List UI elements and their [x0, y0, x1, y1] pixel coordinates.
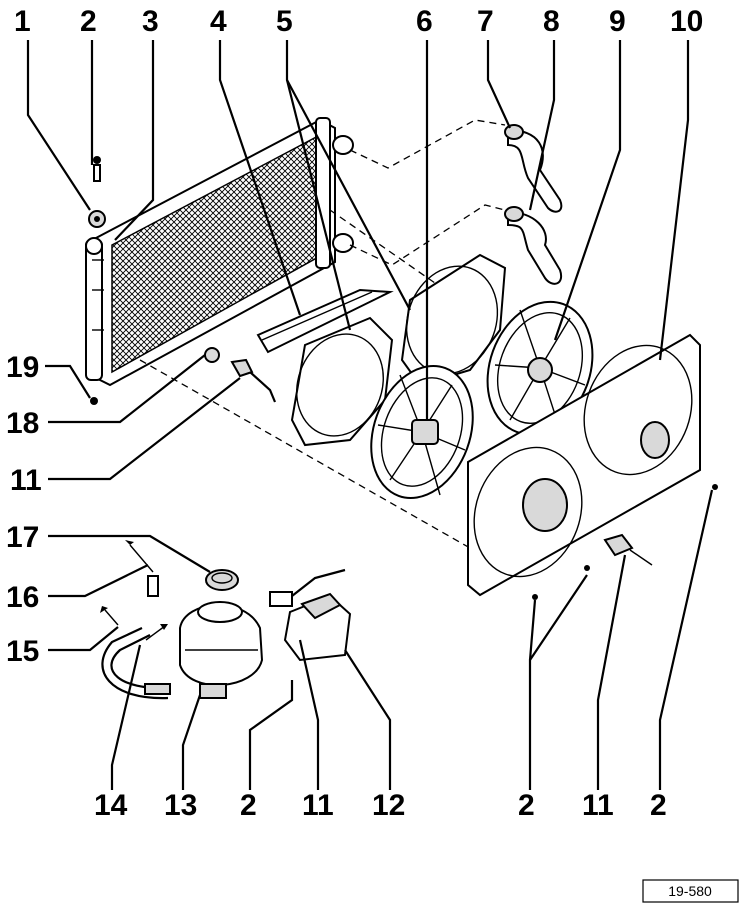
expansion-tank	[179, 601, 264, 699]
callout-11-right: 11	[582, 789, 614, 822]
lower-coolant-hose	[504, 206, 563, 285]
callout-10: 10	[670, 5, 703, 38]
leader-lines	[26, 40, 714, 790]
fan-ring-left	[290, 316, 394, 447]
bolts	[90, 397, 718, 600]
callout-11-middle: 11	[302, 789, 334, 822]
drawing-number-box: 19-580	[642, 879, 739, 903]
drawing-number: 19-580	[668, 883, 712, 899]
fan-with-motor	[370, 365, 474, 499]
tank-hose	[100, 540, 171, 700]
callout-14: 14	[94, 789, 128, 822]
callout-8: 8	[543, 5, 560, 38]
callout-12: 12	[372, 789, 405, 822]
auxiliary-fan	[486, 300, 594, 436]
callout-5: 5	[276, 5, 293, 38]
callout-labels: 1 2 3 4 5 6 7 8 9 10 19 18 11 17 16 15 1…	[6, 5, 703, 822]
assembly-guide-lines	[139, 119, 506, 549]
callout-9: 9	[609, 5, 626, 38]
seal-strip	[256, 288, 394, 354]
callout-7: 7	[477, 5, 494, 38]
callout-18: 18	[6, 407, 39, 440]
callout-17: 17	[6, 521, 39, 554]
callout-4: 4	[210, 5, 227, 38]
fan-control-unit	[269, 568, 352, 662]
radiator	[85, 117, 354, 387]
callout-15: 15	[6, 635, 39, 668]
callout-2-tank: 2	[240, 789, 257, 822]
callout-11-left: 11	[10, 464, 42, 497]
callout-13: 13	[164, 789, 197, 822]
callout-1: 1	[14, 5, 31, 38]
callout-2-top: 2	[80, 5, 97, 38]
sealing-ring-and-switch	[204, 347, 277, 403]
fan-shroud-frame	[467, 333, 701, 597]
callout-2-right: 2	[650, 789, 667, 822]
tank-cap	[205, 569, 239, 591]
callout-6: 6	[416, 5, 433, 38]
rubber-mount	[88, 156, 106, 228]
callout-2-frame: 2	[518, 789, 535, 822]
callout-3: 3	[142, 5, 159, 38]
upper-coolant-hose	[504, 124, 563, 213]
callout-16: 16	[6, 581, 39, 614]
thermo-switch-right	[603, 533, 653, 566]
callout-19: 19	[6, 351, 39, 384]
